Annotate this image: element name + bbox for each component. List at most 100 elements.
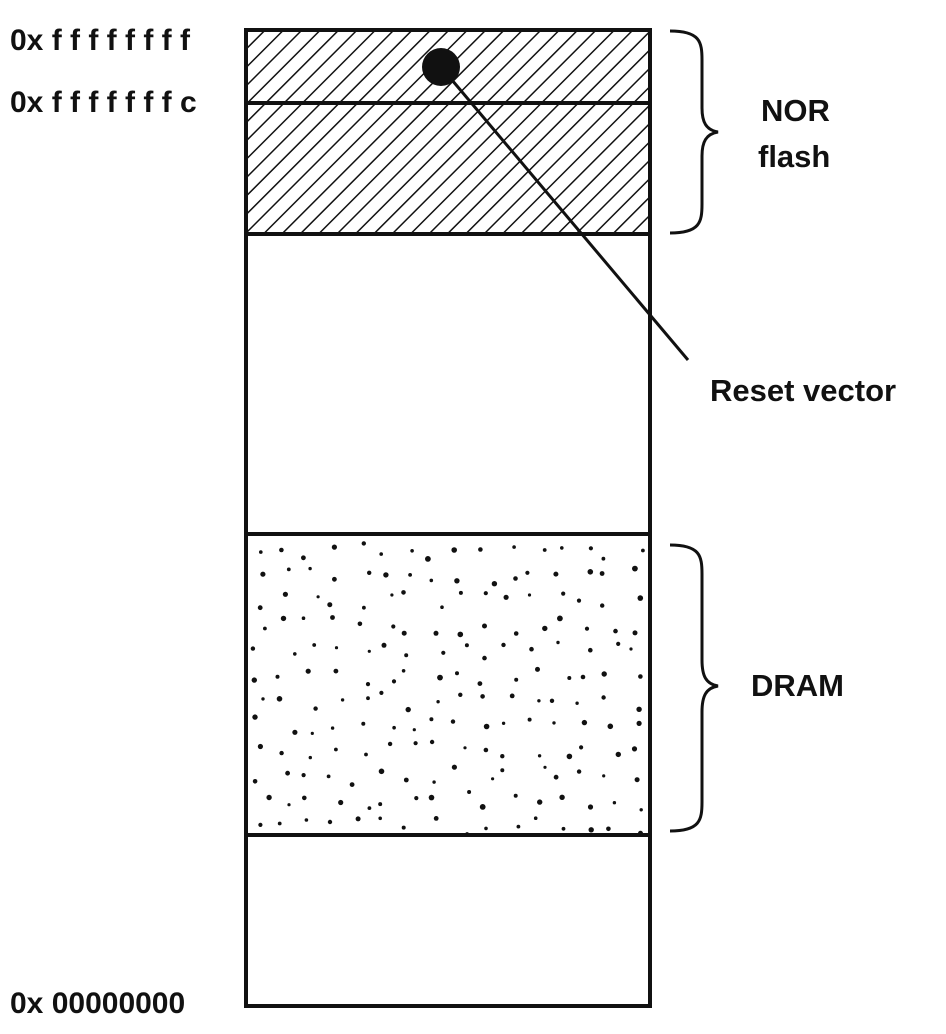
dram-dot xyxy=(549,698,555,703)
dram-dot xyxy=(491,581,498,587)
dram-dot xyxy=(308,566,312,571)
dram-dot xyxy=(482,623,487,629)
dram-dot xyxy=(559,794,565,800)
dram-dot xyxy=(588,827,594,833)
dram-dot xyxy=(404,653,409,658)
dram-dot xyxy=(527,593,532,597)
dram-dot xyxy=(327,819,333,825)
dram-dot xyxy=(361,541,366,546)
dram-dot xyxy=(613,628,618,634)
dram-dot xyxy=(512,545,516,549)
dram-dot xyxy=(429,739,435,745)
dram-dot xyxy=(636,720,642,727)
dram-dot xyxy=(259,550,263,554)
dram-dot xyxy=(601,556,606,561)
dram-dot xyxy=(313,706,318,711)
dram-dot xyxy=(537,799,543,805)
dram-dot xyxy=(275,674,280,679)
dram-dot xyxy=(588,546,594,551)
dram-dot xyxy=(279,547,284,553)
dram-dot xyxy=(579,745,584,750)
dram-dot xyxy=(379,552,384,556)
dram-dot xyxy=(308,755,312,760)
dram-region xyxy=(246,534,650,835)
dram-dot xyxy=(537,754,542,758)
dram-dot xyxy=(576,769,582,774)
dram-dot-pattern xyxy=(250,541,645,833)
dram-dot xyxy=(263,626,267,631)
dram-dot xyxy=(501,721,506,725)
dram-dot xyxy=(567,676,572,680)
dram-dot xyxy=(378,768,385,775)
dram-dot xyxy=(257,743,263,750)
dram-dot xyxy=(557,615,563,622)
dram-dot xyxy=(454,578,460,584)
dram-dot xyxy=(601,671,607,677)
dram-dot xyxy=(258,822,263,828)
dram-dot xyxy=(542,548,547,552)
address-label-top: 0x f f f f f f f f xyxy=(10,24,191,57)
dram-dot xyxy=(330,615,335,620)
dram-dot xyxy=(566,753,573,760)
dram-dot xyxy=(637,595,644,601)
dram-dot xyxy=(387,741,393,747)
dram-dot xyxy=(479,804,486,810)
dram-dot xyxy=(355,816,361,822)
dram-dot xyxy=(437,674,443,681)
dram-dot xyxy=(638,674,643,679)
dram-dot xyxy=(277,821,282,826)
dram-dot xyxy=(401,630,407,636)
nor-flash-label-line1: NOR xyxy=(761,93,830,128)
dram-dot xyxy=(330,726,335,730)
dram-dot xyxy=(391,624,396,629)
dram-dot xyxy=(301,773,306,778)
dram-dot xyxy=(433,630,439,636)
dram-dot xyxy=(276,696,283,702)
dram-dot xyxy=(553,571,559,577)
dram-dot xyxy=(634,777,640,783)
dram-dot xyxy=(432,780,436,784)
dram-dot xyxy=(401,669,406,673)
dram-dot xyxy=(334,646,339,650)
dram-dot xyxy=(580,674,586,680)
dram-dot xyxy=(588,647,593,653)
dram-dot xyxy=(484,826,488,831)
dram-dot xyxy=(535,666,540,672)
dram-dot xyxy=(631,746,638,752)
dram-dot xyxy=(293,652,297,656)
dram-dot xyxy=(364,752,368,757)
dram-dot xyxy=(575,701,579,705)
dram-dot xyxy=(450,719,456,724)
dram-dot xyxy=(478,547,483,552)
dram-dot xyxy=(525,570,530,575)
dram-dot xyxy=(305,668,311,674)
dram-dot xyxy=(280,615,287,622)
dram-dot xyxy=(429,578,434,583)
dram-dot xyxy=(252,779,258,784)
dram-dot xyxy=(326,774,331,779)
dram-dot xyxy=(310,731,314,736)
dram-dot xyxy=(428,794,435,801)
dram-dot xyxy=(480,694,485,699)
dram-dot xyxy=(527,717,532,722)
dram-dot xyxy=(250,646,256,651)
dram-dot xyxy=(463,746,467,750)
dram-dot xyxy=(378,816,383,821)
dram-dot xyxy=(451,764,457,770)
dram-dot xyxy=(482,655,487,661)
dram-dot xyxy=(365,682,371,687)
dram-dot xyxy=(405,706,411,713)
dram-dot xyxy=(367,806,372,810)
dram-dot xyxy=(261,697,265,701)
dram-dot xyxy=(334,747,338,752)
dram-dot xyxy=(361,721,366,726)
dram-dot xyxy=(451,547,458,553)
dram-dot xyxy=(332,576,337,582)
dram-dot xyxy=(464,643,469,648)
dram-dot xyxy=(292,729,298,735)
dram-dot xyxy=(433,816,439,821)
dram-dot xyxy=(362,605,366,610)
dram-dot xyxy=(316,595,320,599)
dram-dot xyxy=(260,571,266,577)
